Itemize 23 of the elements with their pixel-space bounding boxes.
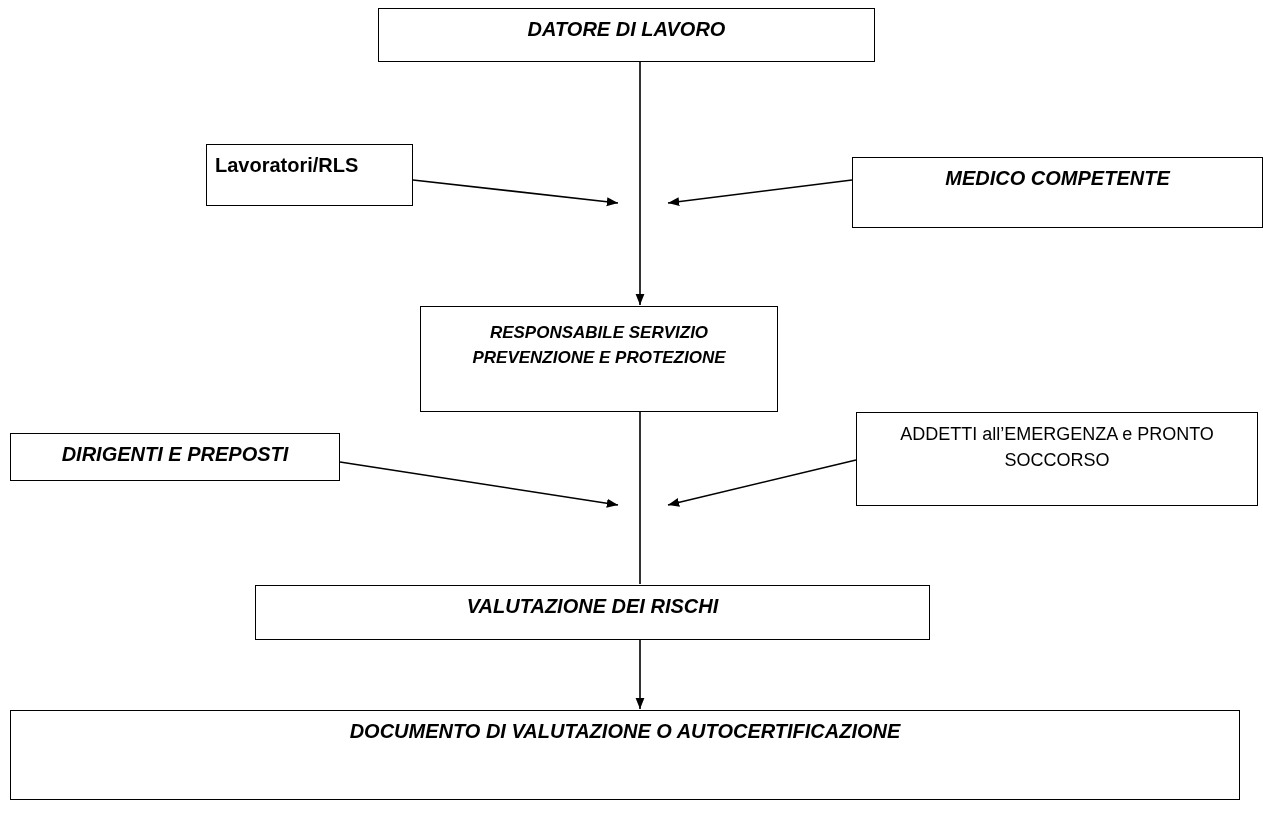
box-label: MEDICO COMPETENTE	[944, 166, 1172, 191]
box-label: Lavoratori/RLS	[214, 153, 360, 178]
box-label: RESPONSABILE SERVIZIO PREVENZIONE E PROTEZIONE	[471, 322, 727, 369]
arrow	[635, 639, 645, 710]
arrow	[667, 179, 853, 207]
box-label: ADDETTI all’EMERGENZA e PRONTO SOCCORSO	[899, 423, 1215, 473]
process-box	[378, 8, 875, 62]
process-box	[856, 412, 1258, 506]
process-box	[255, 585, 930, 640]
arrow	[635, 61, 645, 306]
process-box	[420, 306, 778, 412]
arrow	[412, 179, 619, 207]
box-label: DOCUMENTO DI VALUTAZIONE O AUTOCERTIFICAZIONE	[348, 719, 902, 744]
arrow	[339, 461, 619, 508]
process-box	[852, 157, 1263, 228]
process-box	[10, 710, 1240, 800]
box-label: DIRIGENTI E PREPOSTI	[60, 442, 290, 467]
process-box	[10, 433, 340, 481]
process-box	[206, 144, 413, 206]
connector-line	[639, 411, 641, 585]
box-label: DATORE DI LAVORO	[526, 17, 727, 42]
arrow	[667, 459, 857, 507]
box-label: VALUTAZIONE DEI RISCHI	[465, 594, 720, 619]
